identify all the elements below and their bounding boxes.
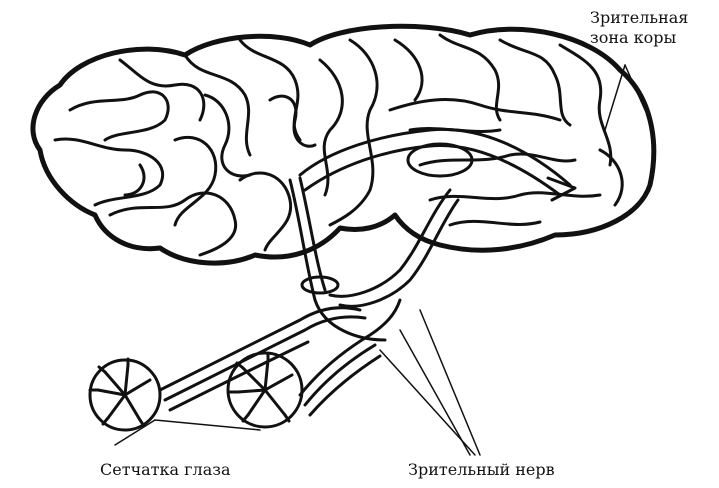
optic-nerve-label: Зрительный нерв <box>408 460 555 480</box>
brain-outline <box>33 26 654 263</box>
cortex-folds <box>55 35 622 255</box>
visual-cortex-label: Зрительная зона коры <box>590 8 715 48</box>
left-retina <box>90 359 160 430</box>
visual-cortex-label-line1: Зрительная <box>590 8 715 28</box>
optic-chiasm <box>290 178 458 340</box>
visual-cortex-label-line2: зона коры <box>590 28 715 48</box>
retina-label: Сетчатка глаза <box>100 460 231 480</box>
